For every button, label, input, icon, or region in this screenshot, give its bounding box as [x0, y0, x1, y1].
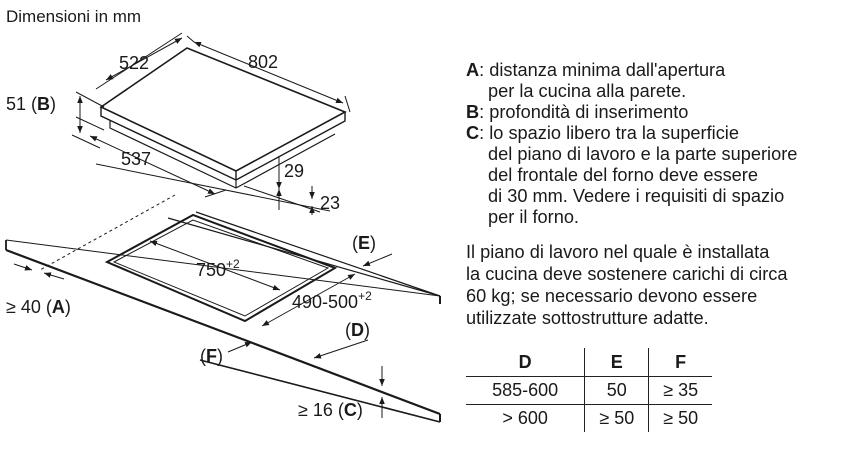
dimension-table: D E F 585-600 50 ≥ 35 > 600 ≥ 50 ≥ 50 — [466, 348, 712, 432]
note-line: : profondità di inserimento — [479, 102, 689, 122]
note-line: del frontale del forno deve essere — [488, 165, 758, 185]
dim-51-label: 51 (B) — [6, 94, 56, 114]
label-e: (E) — [352, 233, 376, 253]
dim-490-label: 490-500+2 — [292, 289, 372, 312]
table-header-e: E — [584, 348, 649, 377]
paragraph-line: Il piano di lavoro nel quale è installat… — [466, 242, 770, 262]
note-key: C — [466, 123, 480, 143]
dim-f-arrow — [227, 341, 253, 353]
label-a: ≥ 40 (A) — [6, 297, 71, 317]
dim-29-label: 29 — [284, 161, 304, 181]
note-key: A — [466, 60, 480, 80]
notes-list: A: distanza minima dall'apertura per la … — [466, 60, 861, 228]
note-b: B: profondità di inserimento — [466, 102, 861, 123]
table-row: 585-600 50 ≥ 35 — [466, 376, 712, 405]
dim-23-label: 23 — [320, 193, 340, 213]
cutout — [104, 213, 338, 323]
note-c: C: lo spazio libero tra la superficie de… — [466, 123, 861, 228]
installation-diagram: Dimensioni in mm 522 802 51 (B) 537 — [5, 7, 441, 423]
note-line: per la cucina alla parete. — [488, 81, 687, 101]
label-c: ≥ 16 (C) — [298, 400, 363, 420]
dim-750 — [149, 240, 281, 291]
table-cell: 50 — [584, 376, 649, 405]
table-header-f: F — [648, 348, 712, 377]
dim-537-label: 537 — [121, 149, 151, 169]
label-d: (D) — [345, 320, 370, 340]
table-header-d: D — [466, 348, 585, 377]
paragraph-line: utilizzate sottostrutture adatte. — [466, 308, 709, 328]
table-cell: > 600 — [502, 408, 548, 428]
table-header-row: D E F — [466, 348, 712, 377]
table-cell: ≥ 50 — [584, 404, 649, 432]
dim-750-label: 750+2 — [196, 257, 240, 280]
note-key: B — [466, 102, 480, 122]
dim-522-label: 522 — [119, 53, 149, 73]
note-line: : distanza minima dall'apertura — [479, 60, 726, 80]
dim-d-arrow — [313, 339, 369, 359]
dim-23 — [243, 185, 321, 215]
load-paragraph: Il piano di lavoro nel quale è installat… — [466, 241, 787, 329]
note-a: A: distanza minima dall'apertura per la … — [466, 60, 861, 102]
paragraph-line: la cucina deve sostenere carichi di circ… — [466, 264, 788, 284]
table-cell: 585-600 — [466, 376, 585, 405]
countertop — [5, 163, 441, 423]
note-line: per il forno. — [488, 207, 579, 227]
table-cell: ≥ 35 — [648, 376, 712, 405]
dim-802-label: 802 — [248, 52, 278, 72]
note-line: : lo spazio libero tra la superficie — [479, 123, 739, 143]
dim-490-500 — [261, 273, 356, 327]
label-f: (F) — [200, 346, 223, 366]
paragraph-line: 60 kg; se necessario devono essere — [466, 286, 758, 306]
dim-e-arrow — [362, 253, 393, 267]
table-cell: ≥ 50 — [648, 404, 712, 432]
dim-a — [13, 263, 65, 280]
note-line: di 30 mm. Vedere i requisiti di spazio — [488, 186, 785, 206]
dim-51-b — [75, 91, 105, 133]
guide-a-dashed — [39, 194, 176, 271]
table-row: > 600 ≥ 50 ≥ 50 — [466, 404, 712, 432]
diagram-title: Dimensioni in mm — [6, 7, 141, 26]
note-line: del piano di lavoro e la parte superiore — [488, 144, 798, 164]
dim-537 — [71, 134, 227, 198]
dim-802 — [186, 35, 351, 113]
dim-522 — [95, 32, 183, 90]
